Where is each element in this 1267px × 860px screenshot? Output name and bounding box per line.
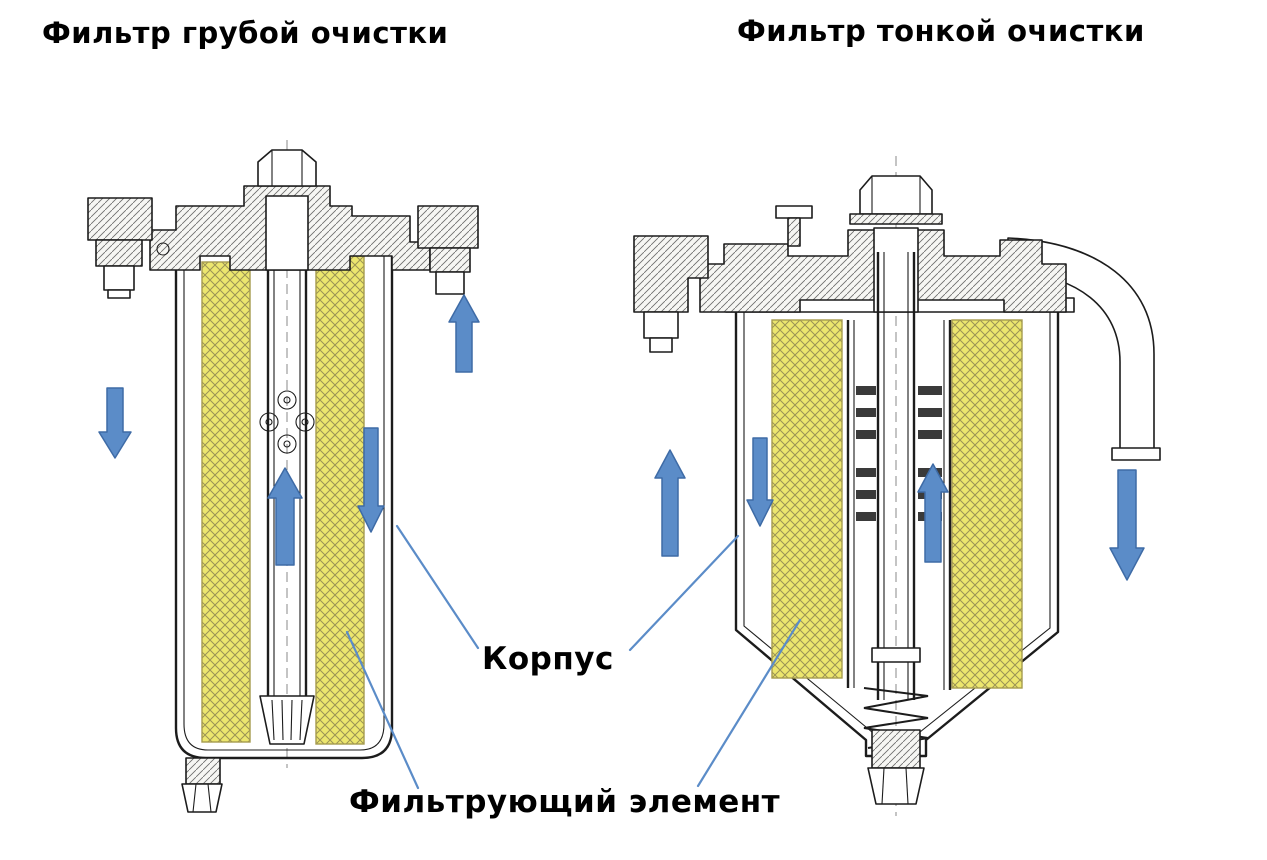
flow-arrow-down-annulus <box>357 427 385 533</box>
fine-left-elbow <box>633 235 709 313</box>
coarse-left-nipple <box>103 265 135 291</box>
title-fine-filter: Фильтр тонкой очистки <box>737 14 1145 48</box>
nut-facet <box>207 783 212 813</box>
coarse-mount-hole <box>156 242 170 256</box>
fine-primer-tap-stem <box>787 217 801 247</box>
fine-primer-tap-handle <box>775 205 813 219</box>
flow-arrow-down-inner-left <box>746 437 774 527</box>
fine-left-nipple <box>643 311 679 339</box>
callout-filter-element: Фильтрующий элемент <box>349 784 781 820</box>
flow-arrow-up-center <box>917 463 949 563</box>
callout-leader-lines <box>345 524 802 790</box>
flow-arrow-up-outside-left <box>654 449 686 557</box>
flow-arrow-up-center <box>267 467 303 566</box>
coarse-left-elbow-drop <box>95 239 143 267</box>
nut-facet <box>881 767 885 805</box>
coarse-drain-body <box>185 757 221 785</box>
fine-bottom-nut <box>867 767 925 805</box>
fine-left-nipple-cap <box>649 337 673 353</box>
flow-arrow-down-outlet-right <box>1109 469 1145 581</box>
nut-facet <box>905 767 909 805</box>
coarse-top-bolt <box>257 149 317 187</box>
callout-housing: Корпус <box>482 641 614 677</box>
fine-head-bore <box>873 227 919 313</box>
flow-arrow-down-outside-left <box>98 387 132 459</box>
coarse-right-elbow <box>417 205 479 249</box>
fine-spring <box>863 687 929 749</box>
fine-filter-element-left <box>771 319 843 679</box>
coarse-filter-element-left <box>201 261 251 743</box>
leader-housing-to-fine <box>628 534 740 652</box>
coarse-filter-element-right <box>315 255 365 745</box>
fine-top-bolt <box>859 175 933 215</box>
coarse-drain-nut <box>181 783 223 813</box>
fine-bolt-washer <box>849 213 943 225</box>
coarse-right-nipple <box>435 271 465 295</box>
coarse-tube-holes <box>259 390 315 454</box>
coarse-housing-outer-wall <box>174 256 394 760</box>
fine-outlet-flare <box>1111 447 1161 461</box>
coarse-right-elbow-drop <box>429 247 471 273</box>
coarse-bottom-cone <box>259 695 315 745</box>
flow-arrow-up-inlet-right <box>448 294 480 373</box>
fine-filter-element-right <box>951 319 1023 689</box>
title-coarse-filter: Фильтр грубой очистки <box>42 16 449 50</box>
fine-tube-collar <box>871 647 921 663</box>
coarse-left-elbow <box>87 197 153 241</box>
leader-element-to-fine <box>696 618 802 788</box>
fine-filter-drawing <box>633 156 1161 816</box>
coarse-housing-inner-wall <box>183 256 385 751</box>
nut-facet <box>192 783 197 813</box>
leader-housing-to-coarse <box>395 524 480 650</box>
coarse-head-bore <box>265 195 309 271</box>
fine-bottom-plug <box>871 729 921 769</box>
coarse-filter-drawing <box>87 140 480 813</box>
coarse-cone-ribs <box>271 699 303 741</box>
leader-element-to-coarse <box>345 630 420 790</box>
coarse-left-nipple-cap <box>107 289 131 299</box>
